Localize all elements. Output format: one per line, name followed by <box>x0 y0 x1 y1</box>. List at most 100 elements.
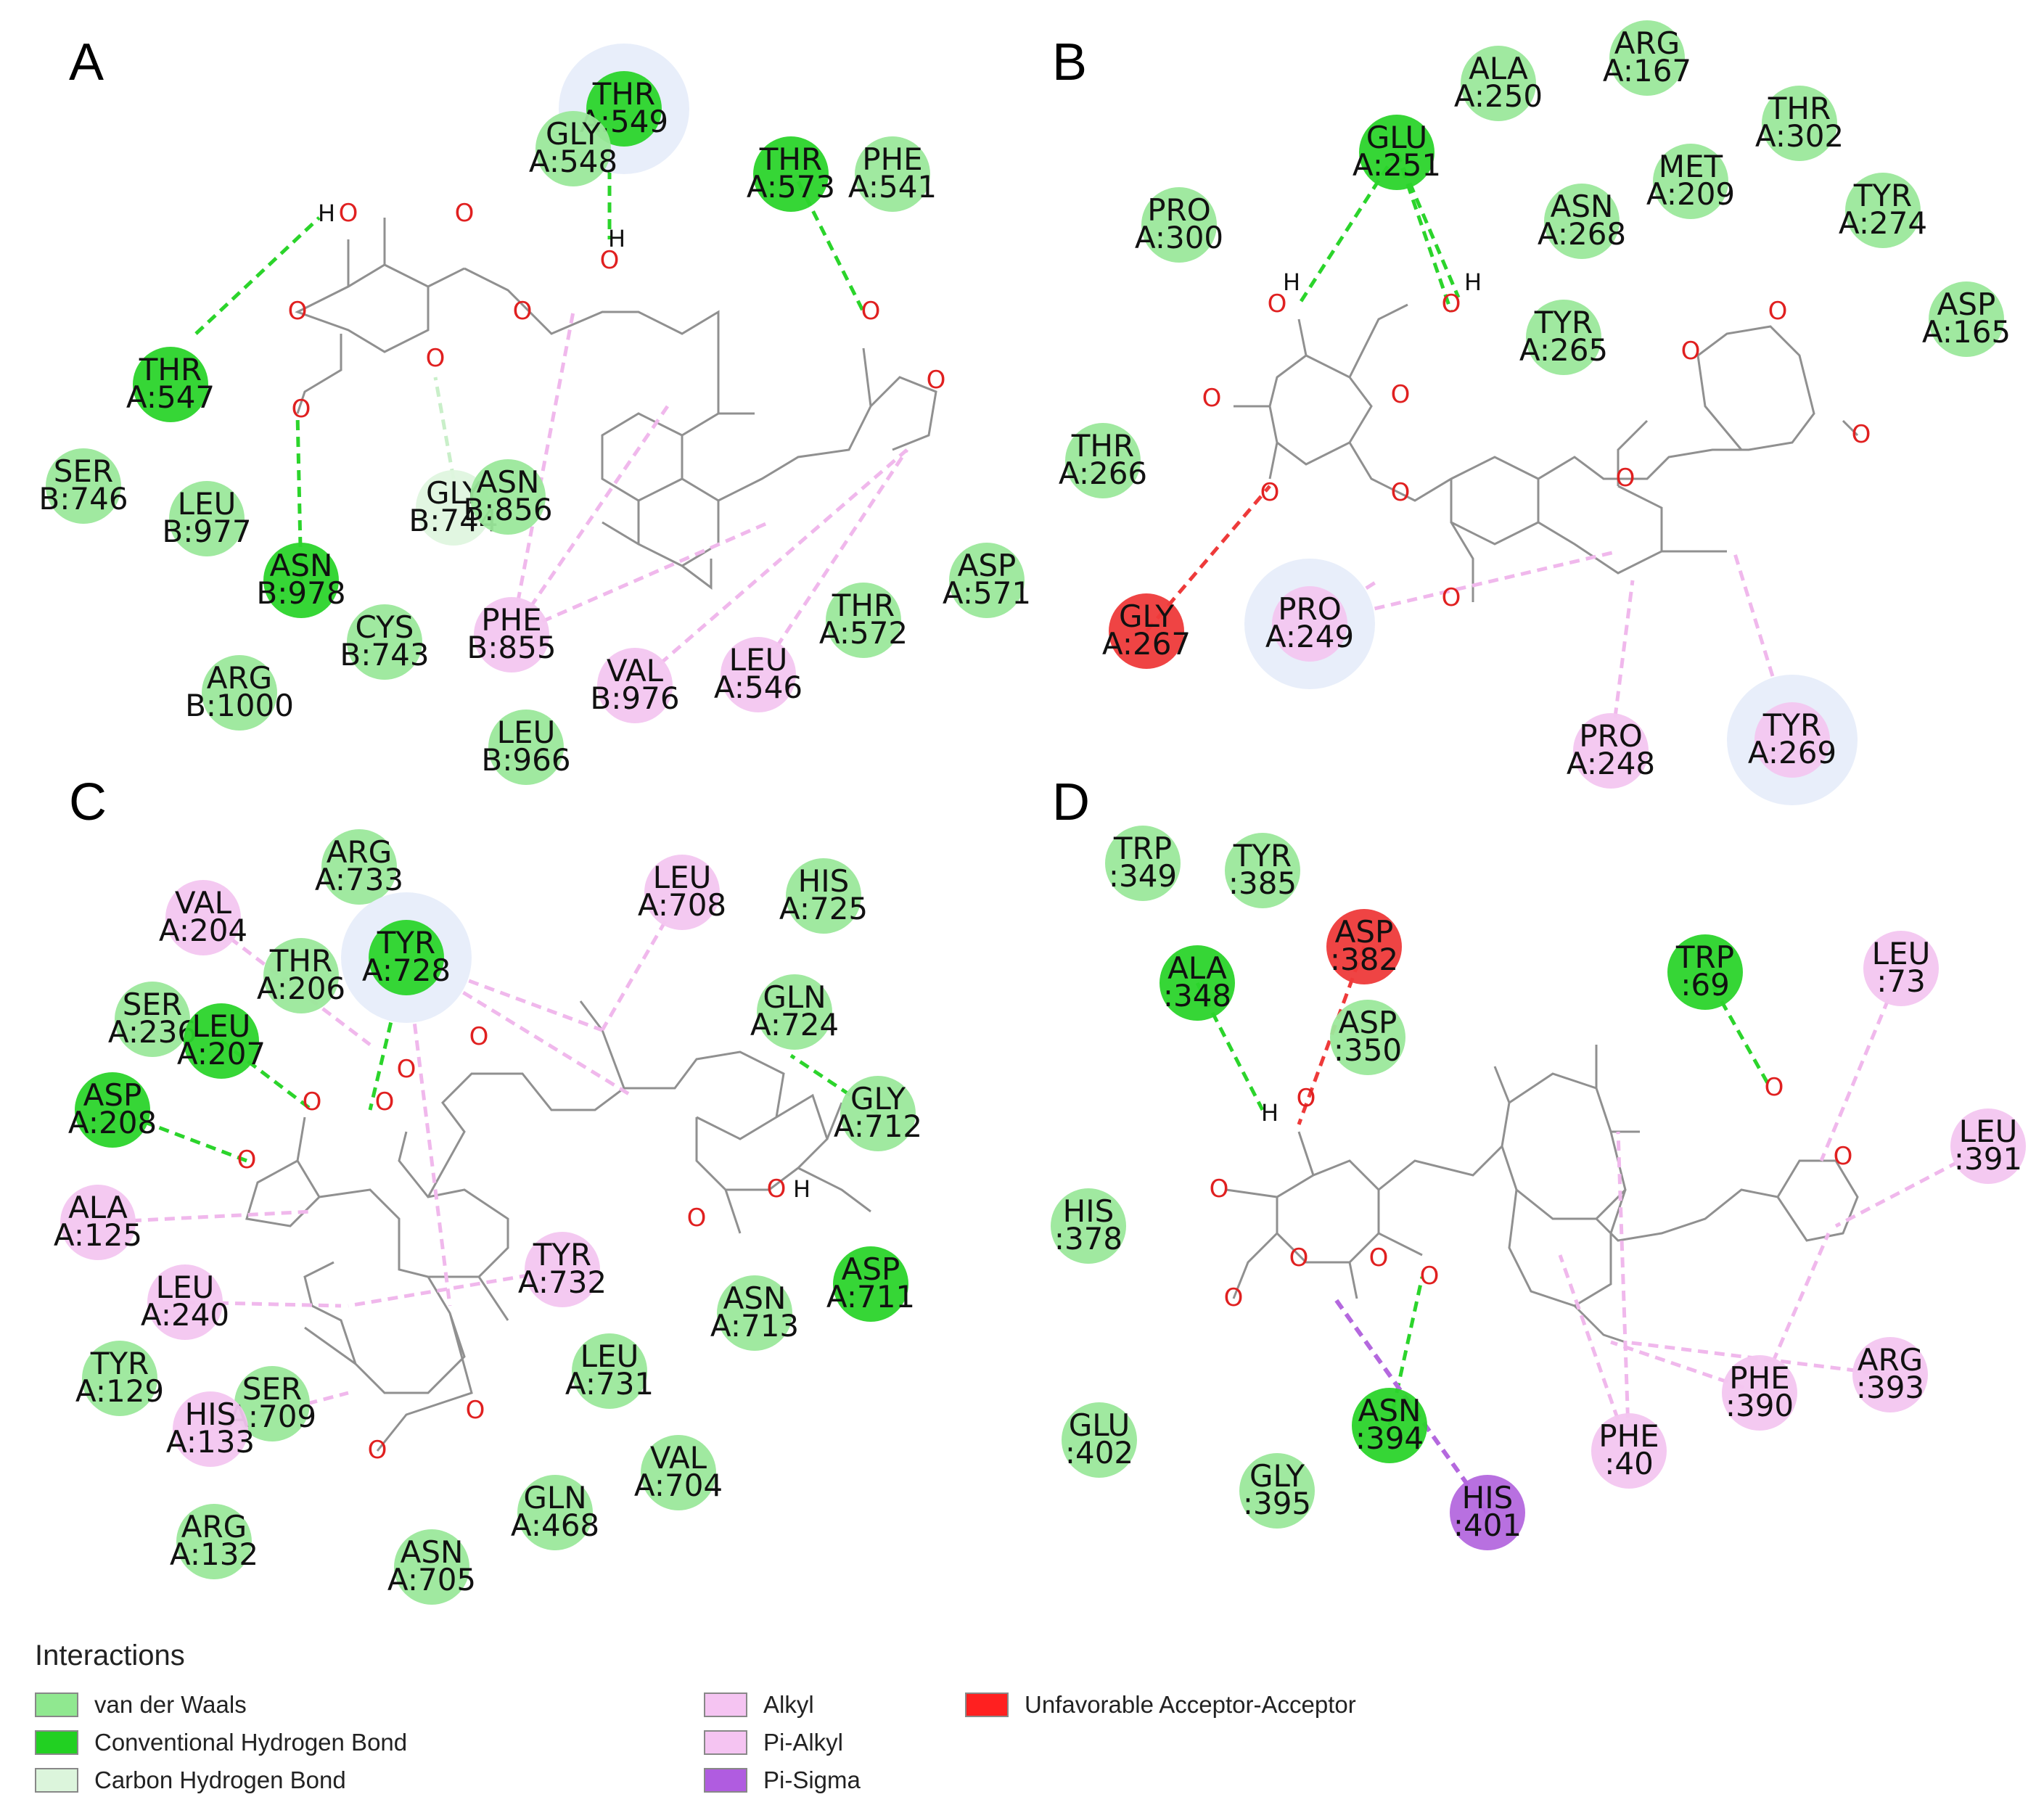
residue-number: :395 <box>1243 1486 1311 1521</box>
residue-trp-349[interactable]: TRP:349 <box>1105 826 1181 901</box>
ligand-skeleton-d <box>1226 1045 1859 1344</box>
residue-ala-348[interactable]: ALA:348 <box>1160 945 1235 1021</box>
residue-number: :69 <box>1680 967 1730 1003</box>
residue-glu-402[interactable]: GLU:402 <box>1062 1402 1137 1478</box>
residue-name: GLN <box>523 1480 586 1515</box>
residue-phe-390[interactable]: PHE:390 <box>1722 1355 1797 1431</box>
oxygen-atom: O <box>292 395 311 424</box>
residue-disc <box>1929 281 2004 357</box>
residue-asp-382[interactable]: ASP:382 <box>1326 909 1402 984</box>
residue-disc <box>234 1366 310 1441</box>
legend-item-unfav: Unfavorable Acceptor-Acceptor <box>965 1690 1356 1719</box>
residue-number: :348 <box>1163 978 1231 1013</box>
residue-disc <box>147 1264 223 1340</box>
residue-number: A:711 <box>826 1279 915 1315</box>
residue-name: LEU <box>580 1338 639 1374</box>
legend-label: Pi-Sigma <box>763 1766 861 1793</box>
residue-name: TRP <box>1675 939 1734 975</box>
residue-disc <box>1272 586 1347 662</box>
residue-number: A:704 <box>634 1468 723 1503</box>
interaction-line-hbond <box>1297 151 1399 306</box>
residue-his-378[interactable]: HIS:378 <box>1051 1188 1126 1264</box>
legend-swatch <box>965 1692 1009 1717</box>
residue-arg-393[interactable]: ARG:393 <box>1852 1337 1928 1412</box>
residue-asn-394[interactable]: ASN:394 <box>1352 1388 1427 1463</box>
residue-number: A:132 <box>170 1537 258 1572</box>
residue-leu-391[interactable]: LEU:391 <box>1950 1109 2026 1184</box>
residue-trp-69[interactable]: TRP:69 <box>1667 934 1743 1010</box>
oxygen-atom: O <box>1442 583 1461 612</box>
residue-disc <box>644 855 720 930</box>
residue-phe-40[interactable]: PHE:40 <box>1591 1413 1667 1489</box>
residue-number: A:165 <box>1922 314 2011 350</box>
residue-his-401[interactable]: HIS:401 <box>1450 1475 1525 1550</box>
oxygen-atom: O <box>288 297 308 326</box>
residue-name: LEU <box>497 715 556 750</box>
residue-name: PHE <box>862 141 922 177</box>
residue-number: A:468 <box>511 1508 599 1543</box>
ligand-skeleton-b <box>1234 303 1859 602</box>
residue-name: ARG <box>181 1509 247 1545</box>
interaction-line-alkyl <box>756 448 909 676</box>
residue-asp-350[interactable]: ASP:350 <box>1330 1000 1405 1075</box>
residue-leu-73[interactable]: LEU:73 <box>1863 931 1939 1006</box>
residue-gly-395[interactable]: GLY:395 <box>1239 1453 1315 1529</box>
residue-tyr-385[interactable]: TYR:385 <box>1225 833 1300 908</box>
